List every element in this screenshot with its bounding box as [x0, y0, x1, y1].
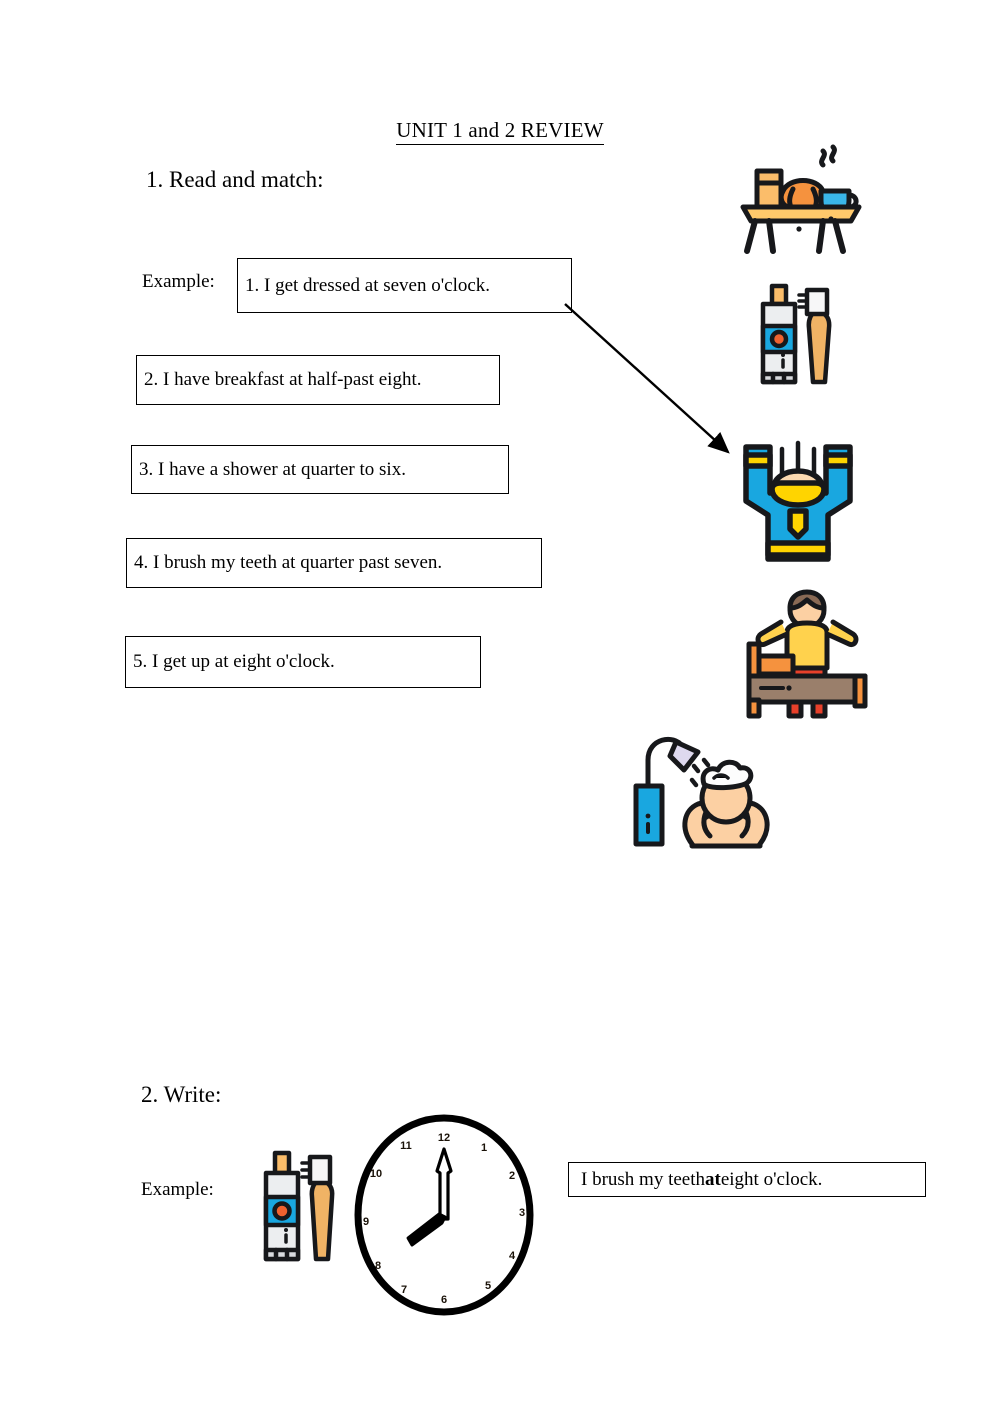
getting-dressed-icon: [728, 425, 868, 565]
sentence-box-3[interactable]: 3. I have a shower at quarter to six.: [131, 445, 509, 494]
sentence-text-2: 2. I have breakfast at half-past eight.: [144, 369, 422, 390]
analog-clock: 12 1 2 3 4 5 6 7 8 9 10 11: [352, 1113, 537, 1318]
section-1-heading: 1. Read and match:: [146, 167, 324, 192]
sentence-box-1[interactable]: 1. I get dressed at seven o'clock.: [237, 258, 572, 313]
clock-number-11: 11: [400, 1140, 412, 1152]
clock-number-10: 10: [370, 1168, 382, 1180]
shower-icon: [630, 712, 785, 852]
sentence-box-5[interactable]: 5. I get up at eight o'clock.: [125, 636, 481, 688]
waking-up-icon: [735, 588, 880, 723]
sentence-box-4[interactable]: 4. I brush my teeth at quarter past seve…: [126, 538, 542, 588]
section-2-example-label: Example:: [141, 1179, 214, 1200]
section-2-heading: 2. Write:: [141, 1082, 222, 1107]
clock-minute-hand: [435, 1147, 453, 1221]
sentence-text-5: 5. I get up at eight o'clock.: [133, 651, 335, 672]
clock-number-7: 7: [401, 1284, 407, 1296]
clock-number-12: 12: [438, 1132, 450, 1144]
clock-number-4: 4: [509, 1250, 516, 1262]
clock-number-5: 5: [485, 1280, 491, 1292]
answer-sentence-box[interactable]: I brush my teeth at eight o'clock.: [568, 1162, 926, 1197]
clock-number-9: 9: [363, 1216, 369, 1228]
breakfast-tray-icon: [735, 133, 865, 258]
clock-number-1: 1: [481, 1142, 487, 1154]
toothpaste-toothbrush-icon: [755, 278, 850, 403]
section-1-example-label: Example:: [142, 271, 215, 292]
sentence-text-3: 3. I have a shower at quarter to six.: [139, 458, 406, 480]
answer-text-before: I brush my teeth: [581, 1168, 706, 1190]
sentence-box-2[interactable]: 2. I have breakfast at half-past eight.: [136, 355, 500, 405]
clock-number-6: 6: [441, 1294, 447, 1306]
clock-number-8: 8: [375, 1260, 381, 1272]
clock-number-3: 3: [519, 1207, 525, 1219]
page-title-text: UNIT 1 and 2 REVIEW: [396, 118, 604, 145]
page-title: UNIT 1 and 2 REVIEW: [0, 118, 1000, 145]
clock-number-2: 2: [509, 1170, 515, 1182]
answer-text-after: eight o'clock.: [720, 1168, 823, 1190]
toothpaste-toothbrush-icon: [258, 1143, 353, 1283]
sentence-text-1: 1. I get dressed at seven o'clock.: [245, 274, 491, 296]
clock-hour-hand: [406, 1212, 447, 1247]
sentence-text-4: 4. I brush my teeth at quarter past seve…: [134, 552, 443, 573]
answer-text-bold: at: [705, 1168, 721, 1190]
